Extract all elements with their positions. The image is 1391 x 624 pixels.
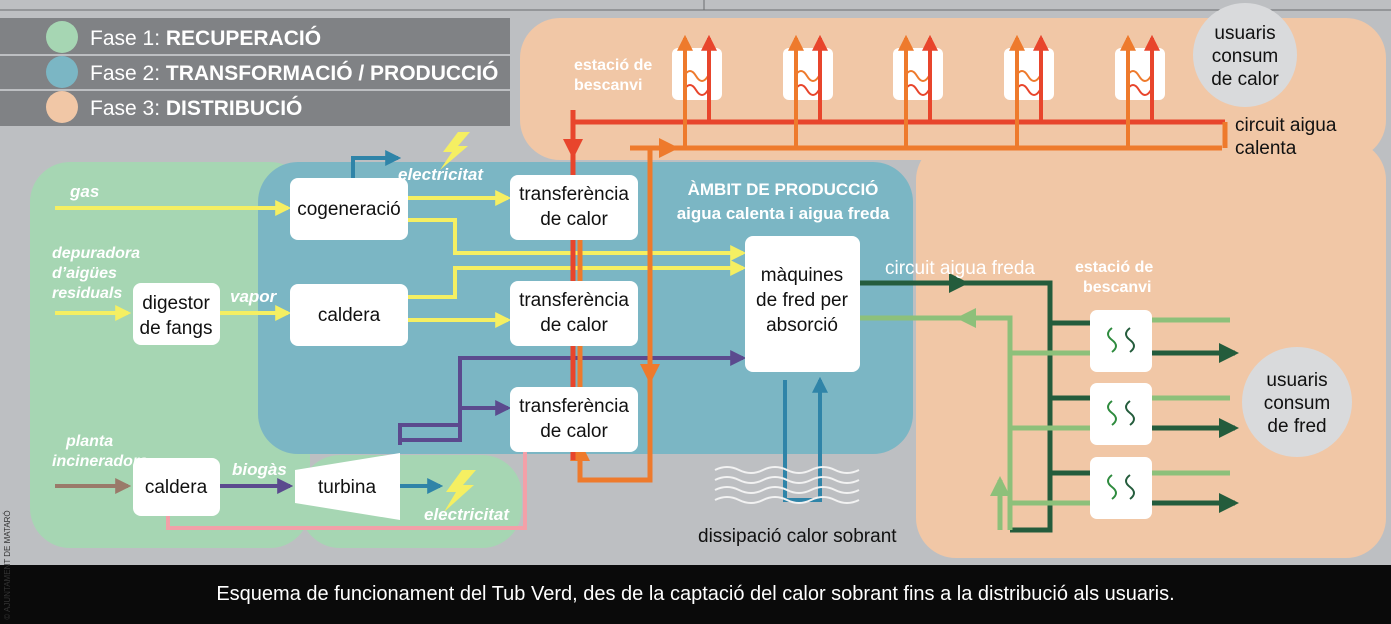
users-cold-label-3: de fred xyxy=(1267,416,1326,437)
box-maquines: màquines de fred per absorció xyxy=(745,236,860,372)
hot-station xyxy=(1115,34,1165,100)
cold-station xyxy=(1090,383,1152,445)
maquines-label-2: de fred per xyxy=(756,290,849,311)
turbina-label: turbina xyxy=(318,477,377,498)
depuradora-label-3: residuals xyxy=(52,285,122,302)
box-transferencia-2: transferència de calor xyxy=(510,281,638,346)
zone-recovery xyxy=(30,162,310,548)
users-heat-label-3: de calor xyxy=(1211,69,1279,90)
electricitat-bottom-label: electricitat xyxy=(424,505,510,524)
users-heat: usuaris consum de calor xyxy=(1193,3,1297,107)
planta-label-2: incineradora xyxy=(52,453,148,470)
transf-1-label-b: de calor xyxy=(540,209,608,230)
credit: © AJUNTAMENT DE MATARÓ xyxy=(3,510,12,620)
vapor-label: vapor xyxy=(230,287,278,306)
cold-exchange-stations xyxy=(1090,310,1152,519)
hot-station xyxy=(672,34,722,100)
cold-station xyxy=(1090,457,1152,519)
hot-station xyxy=(893,34,943,100)
legend-phase2: Fase 2: TRANSFORMACIÓ / PRODUCCIÓ xyxy=(90,61,498,85)
production-title-2: aigua calenta i aigua freda xyxy=(677,204,890,223)
flow-labels: gas depuradora d’aigües residuals vapor … xyxy=(52,57,1337,547)
box-caldera-mid: caldera xyxy=(290,284,408,346)
estacio-right-label-1: estació de xyxy=(1075,259,1153,276)
transf-2-label-b: de calor xyxy=(540,315,608,336)
transf-1-label-a: transferència xyxy=(519,184,629,205)
legend-phase1: Fase 1: RECUPERACIÓ xyxy=(90,26,321,50)
district-heating-diagram: Fase 1: RECUPERACIÓ Fase 2: TRANSFORMACI… xyxy=(0,0,1391,565)
turbine: turbina xyxy=(295,453,400,520)
maquines-label-1: màquines xyxy=(761,265,843,286)
users-heat-label-2: consum xyxy=(1212,46,1279,67)
box-transferencia-1: transferència de calor xyxy=(510,175,638,240)
caldera-low-label: caldera xyxy=(145,477,208,498)
estacio-right-label-2: bescanvi xyxy=(1083,279,1151,296)
digestor-label-2: de fangs xyxy=(140,318,213,339)
circuit-freda-label: circuit aigua freda xyxy=(885,258,1035,279)
legend: Fase 1: RECUPERACIÓ Fase 2: TRANSFORMACI… xyxy=(0,18,510,126)
depuradora-label-2: d’aigües xyxy=(52,265,117,282)
users-cold-label-1: usuaris xyxy=(1266,370,1327,391)
gas-label: gas xyxy=(69,182,99,201)
yellow-flows xyxy=(55,190,747,328)
transf-2-label-a: transferència xyxy=(519,290,629,311)
maquines-label-3: absorció xyxy=(766,315,838,336)
planta-label-1: planta xyxy=(65,433,113,450)
estacio-top-label-1: estació de xyxy=(574,57,652,74)
box-caldera-low: caldera xyxy=(133,458,220,516)
electricity-flows xyxy=(351,150,828,502)
estacio-top-label-2: bescanvi xyxy=(574,77,642,94)
electricitat-top-label: electricitat xyxy=(398,165,484,184)
caption-bar: Esquema de funcionament del Tub Verd, de… xyxy=(0,565,1391,624)
biogas-label: biogàs xyxy=(232,460,287,479)
users-cold-label-2: consum xyxy=(1264,393,1331,414)
hot-exchange-stations xyxy=(672,34,1165,100)
legend-swatch-phase1 xyxy=(46,21,78,53)
legend-swatch-phase3 xyxy=(46,91,78,123)
box-transferencia-3: transferència de calor xyxy=(510,387,638,452)
hot-station xyxy=(783,34,833,100)
depuradora-label-1: depuradora xyxy=(52,245,140,262)
production-title-1: ÀMBIT DE PRODUCCIÓ xyxy=(688,180,879,199)
transfer-heat-pipes xyxy=(570,240,583,387)
box-cogeneracio: cogeneració xyxy=(290,178,408,240)
purple-flows xyxy=(220,350,747,494)
lightning-icon xyxy=(440,132,470,170)
station-connectors xyxy=(683,96,1154,148)
users-cold: usuaris consum de fred xyxy=(1242,347,1352,457)
transf-3-label-a: transferència xyxy=(519,396,629,417)
dissipacio-label: dissipació calor sobrant xyxy=(698,526,897,547)
legend-swatch-phase2 xyxy=(46,56,78,88)
caption: Esquema de funcionament del Tub Verd, de… xyxy=(216,583,1175,605)
transf-3-label-b: de calor xyxy=(540,421,608,442)
users-heat-label-1: usuaris xyxy=(1214,23,1275,44)
digestor-label-1: digestor xyxy=(142,293,210,314)
dissipation-waves-icon xyxy=(714,466,860,504)
box-digestor: digestor de fangs xyxy=(133,283,220,345)
legend-phase3: Fase 3: DISTRIBUCIÓ xyxy=(90,96,302,120)
lightning-icon xyxy=(444,470,476,512)
cogeneracio-label: cogeneració xyxy=(297,199,401,220)
cold-station xyxy=(1090,310,1152,372)
circuit-calenta-label-2: calenta xyxy=(1235,138,1297,159)
caldera-mid-label: caldera xyxy=(318,305,381,326)
circuit-calenta-label-1: circuit aigua xyxy=(1235,115,1337,136)
hot-station xyxy=(1004,34,1054,100)
